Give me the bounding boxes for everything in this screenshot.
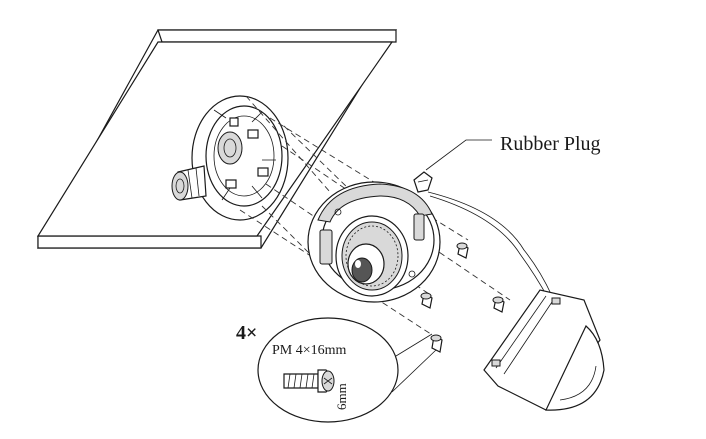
screw-detail-icon — [283, 369, 335, 393]
rubber-plug — [413, 171, 433, 193]
junction-box — [191, 95, 289, 221]
rubber-plug-callout: Rubber Plug — [425, 133, 601, 171]
screw-head-label: 6mm — [334, 383, 349, 410]
screw-detail-callout: 4× PM 4×16mm 6mm — [236, 317, 437, 423]
screw-count-label: 4× — [236, 322, 257, 344]
rubber-plug-label: Rubber Plug — [500, 133, 601, 155]
camera-body — [307, 181, 441, 303]
cable-gland — [171, 165, 207, 201]
screw-right — [492, 296, 505, 313]
screw-bottom — [430, 334, 443, 353]
screw-left — [420, 292, 433, 309]
screw-spec-label: PM 4×16mm — [272, 343, 347, 358]
dome-cover — [483, 289, 605, 411]
screw-top — [456, 242, 469, 259]
safety-cable — [427, 191, 553, 299]
